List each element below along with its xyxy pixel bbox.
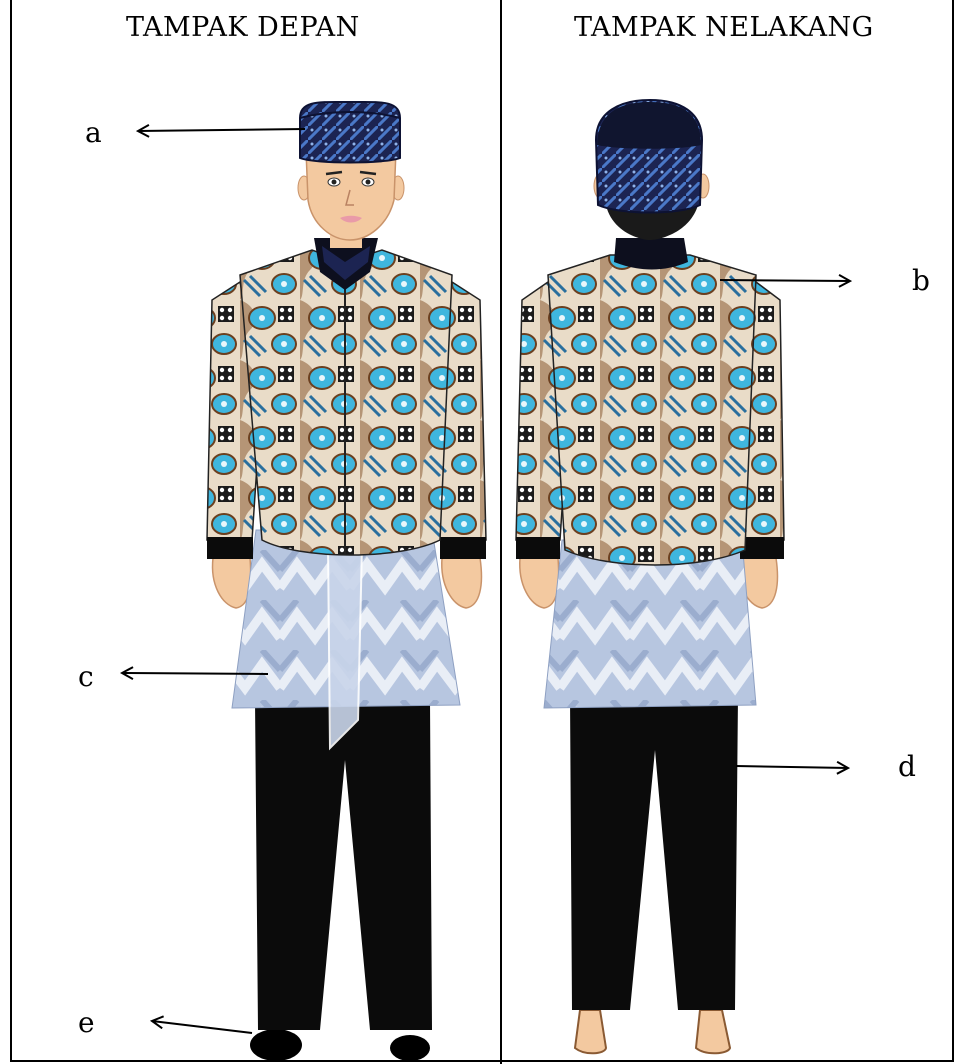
arrow-a bbox=[138, 129, 305, 131]
front-sarong-fold bbox=[328, 545, 362, 748]
back-jacket-body bbox=[548, 255, 756, 565]
arrow-e bbox=[152, 1021, 252, 1033]
arrow-c bbox=[122, 673, 268, 674]
back-left-foot bbox=[575, 1010, 606, 1053]
arrow-b bbox=[720, 280, 850, 281]
back-trousers bbox=[570, 695, 738, 1010]
back-left-hand bbox=[520, 558, 559, 608]
back-right-foot bbox=[696, 1010, 730, 1053]
front-right-hand bbox=[442, 558, 482, 608]
back-collar bbox=[614, 238, 688, 270]
label-d: d bbox=[898, 750, 916, 783]
label-c: c bbox=[78, 660, 94, 693]
front-right-shoe bbox=[390, 1035, 430, 1061]
front-trousers bbox=[255, 700, 432, 1030]
front-figure bbox=[207, 102, 486, 1061]
front-left-cuff bbox=[207, 537, 253, 559]
front-right-cuff bbox=[440, 537, 486, 559]
label-a: a bbox=[85, 116, 102, 149]
arrow-d bbox=[736, 766, 848, 768]
label-e: e bbox=[78, 1006, 95, 1039]
front-face bbox=[306, 150, 396, 240]
label-b: b bbox=[912, 264, 930, 297]
front-left-shoe bbox=[250, 1029, 302, 1061]
front-left-hand bbox=[213, 558, 251, 608]
back-figure bbox=[516, 100, 784, 1053]
